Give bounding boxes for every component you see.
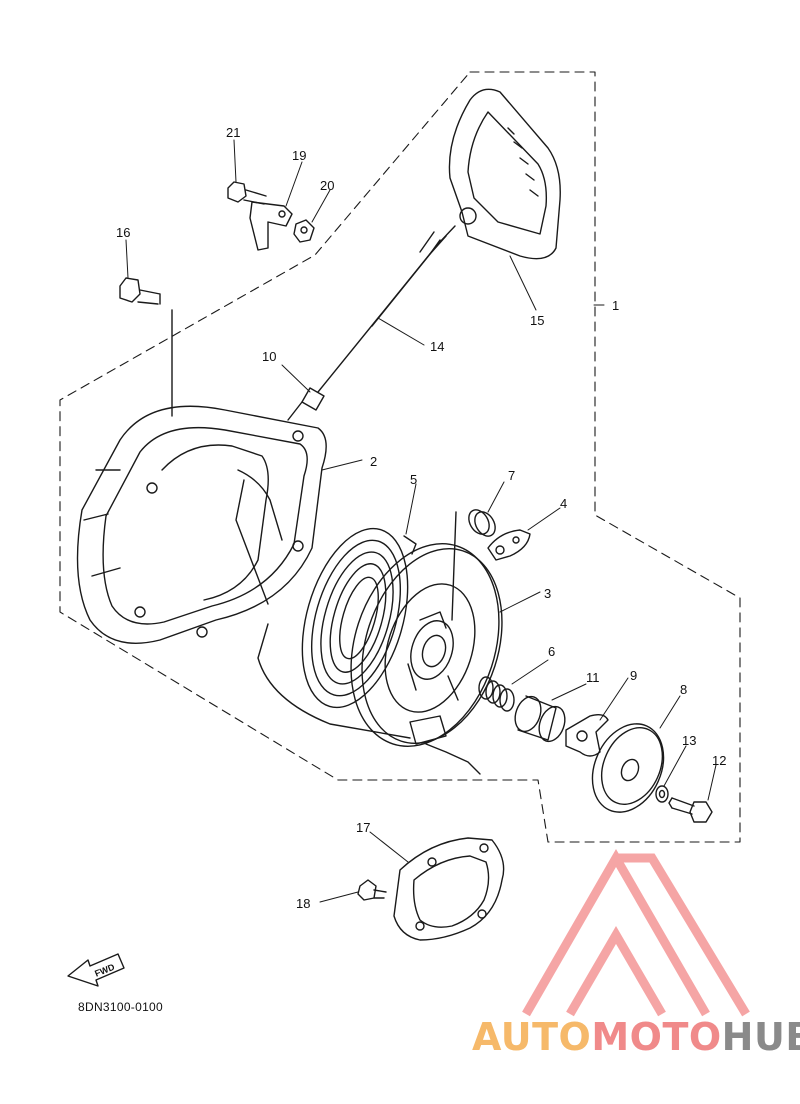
part-4-pawl: [487, 529, 531, 561]
part-6-coil-spring: [478, 676, 515, 712]
part-18-screw: [357, 879, 387, 901]
part-3-drive-pulley: [257, 543, 503, 775]
callout-14: 14: [430, 339, 444, 354]
watermark-hub: HUB: [721, 1015, 800, 1059]
callout-2: 2: [370, 454, 377, 469]
watermark-moto: MOTO: [591, 1015, 722, 1059]
callout-21: 21: [226, 125, 240, 140]
callout-7: 7: [508, 468, 515, 483]
callout-15: 15: [530, 313, 544, 328]
callout-16: 16: [116, 225, 130, 240]
callout-18: 18: [296, 896, 310, 911]
part-5-spiral-spring: [301, 527, 417, 709]
part-7-spring: [451, 509, 496, 621]
callout-9: 9: [630, 668, 637, 683]
part-17-cover-plate: [393, 837, 505, 941]
part-19-bracket: [249, 201, 293, 251]
part-21-bolt: [227, 181, 267, 205]
callout-10: 10: [262, 349, 276, 364]
part-2-starter-case: [76, 405, 327, 644]
part-code: 8DN3100-0100: [78, 1000, 163, 1014]
part-12-bolt: [668, 797, 713, 823]
part-14-rope: [317, 225, 456, 393]
part-16-bolt: [119, 277, 173, 417]
leader-lines: [125, 139, 717, 903]
assembly-boundary: [59, 71, 741, 843]
part-11-collar: [514, 695, 566, 743]
callout-20: 20: [320, 178, 334, 193]
callout-19: 19: [292, 148, 306, 163]
part-20-nut: [293, 219, 315, 243]
automotohub-logo-icon: [522, 848, 750, 1017]
callout-4: 4: [560, 496, 567, 511]
callout-11: 11: [586, 670, 600, 685]
part-9-friction-plate: [565, 713, 609, 757]
callout-17: 17: [356, 820, 370, 835]
callout-5: 5: [410, 472, 417, 487]
callout-12: 12: [712, 753, 726, 768]
callout-13: 13: [682, 733, 696, 748]
part-13-washer: [655, 785, 669, 803]
part-8-plate: [591, 723, 665, 813]
callout-6: 6: [548, 644, 555, 659]
callout-1: 1: [612, 298, 619, 313]
fwd-arrow-icon: FWD: [67, 953, 125, 987]
watermark-text: AUTOMOTOHUB: [472, 1018, 800, 1056]
callout-numbers: 1 2 3 4 5 6 7 8 9 10 11 12 13 14 15 16 1…: [116, 125, 726, 911]
part-10-rope-guide: [287, 387, 325, 421]
watermark-auto: AUTO: [472, 1015, 592, 1059]
part-15-handle: [448, 88, 561, 260]
callout-3: 3: [544, 586, 551, 601]
callout-8: 8: [680, 682, 687, 697]
